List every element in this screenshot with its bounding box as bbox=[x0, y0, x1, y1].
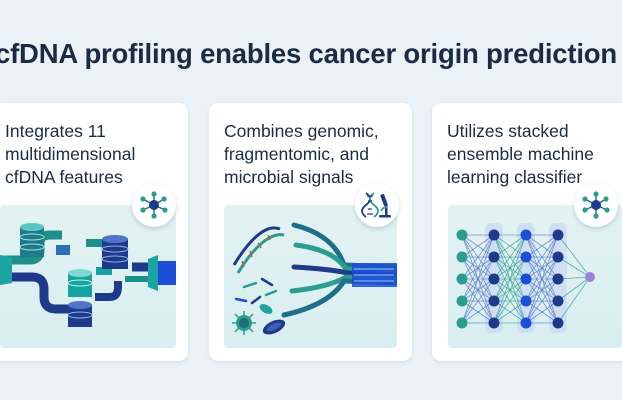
network-node bbox=[488, 229, 500, 241]
network-node bbox=[520, 317, 532, 329]
signal-convergence-illustration bbox=[224, 205, 397, 348]
network-hub-icon bbox=[574, 183, 618, 227]
card-1-text: Integrates 11 multidimensional cfDNA fea… bbox=[5, 120, 185, 189]
neural-network-illustration bbox=[448, 205, 622, 348]
network-node bbox=[488, 273, 500, 285]
network-node bbox=[456, 317, 468, 329]
network-node bbox=[552, 295, 564, 307]
feature-card-1: Integrates 11 multidimensional cfDNA fea… bbox=[0, 103, 188, 361]
card-2-line-3: microbial signals bbox=[224, 167, 354, 187]
data-pipeline-illustration bbox=[0, 205, 176, 348]
card-1-line-3: cfDNA features bbox=[5, 167, 123, 187]
network-node bbox=[585, 272, 595, 282]
card-2-line-2: fragmentomic, and bbox=[224, 144, 369, 164]
network-node bbox=[456, 295, 468, 307]
network-node bbox=[520, 251, 532, 263]
network-node bbox=[552, 273, 564, 285]
dna-microscope-icon bbox=[355, 183, 399, 227]
page-title: cfDNA profiling enables cancer origin pr… bbox=[0, 38, 617, 69]
network-node bbox=[552, 317, 564, 329]
card-2-text: Combines genomic, fragmentomic, and micr… bbox=[224, 120, 404, 189]
feature-card-3: Utilizes stacked ensemble machine learni… bbox=[432, 103, 622, 361]
network-node bbox=[456, 251, 468, 263]
network-node bbox=[456, 273, 468, 285]
card-1-line-1: Integrates 11 bbox=[5, 121, 106, 141]
network-node bbox=[488, 317, 500, 329]
network-node bbox=[488, 251, 500, 263]
network-node bbox=[520, 295, 532, 307]
network-node bbox=[552, 229, 564, 241]
card-3-line-1: Utilizes stacked bbox=[447, 121, 569, 141]
card-3-line-2: ensemble machine bbox=[447, 144, 594, 164]
card-3-line-3: learning classifier bbox=[447, 167, 583, 187]
network-node bbox=[552, 251, 564, 263]
card-2-line-1: Combines genomic, bbox=[224, 121, 379, 141]
card-3-text: Utilizes stacked ensemble machine learni… bbox=[447, 120, 622, 189]
network-node bbox=[520, 273, 532, 285]
feature-card-2: Combines genomic, fragmentomic, and micr… bbox=[209, 103, 412, 361]
card-1-line-2: multidimensional bbox=[5, 144, 136, 164]
network-hub-icon bbox=[132, 183, 176, 227]
network-node bbox=[520, 229, 532, 241]
network-node bbox=[456, 229, 468, 241]
network-node bbox=[488, 295, 500, 307]
